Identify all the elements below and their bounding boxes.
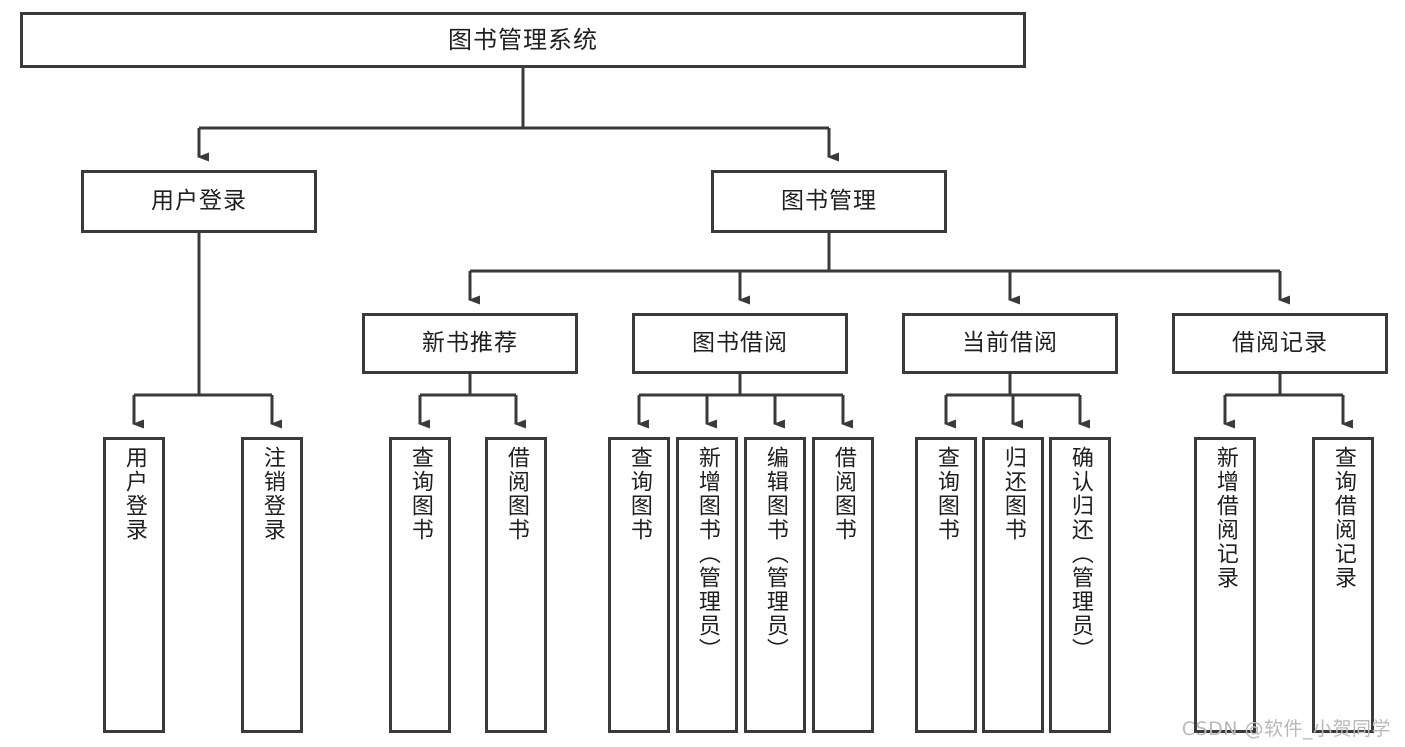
node-bookmgmt[interactable]: 图书管理 — [711, 170, 947, 233]
node-newbook[interactable]: 新书推荐 — [362, 313, 578, 374]
node-label: 用户登录 — [121, 446, 147, 542]
node-leaf-11[interactable]: 确认归还（管理员） — [1049, 437, 1111, 733]
node-label: 图书管理系统 — [448, 25, 598, 54]
node-label: 归还图书 — [1000, 446, 1026, 542]
node-label: 查询图书 — [407, 446, 433, 542]
watermark: CSDN @软件_小贺同学 — [1181, 718, 1391, 740]
node-label: 当前借阅 — [962, 329, 1058, 356]
node-label: 新书推荐 — [422, 329, 518, 356]
node-label: 查询借阅记录 — [1330, 446, 1356, 590]
node-leaf-3[interactable]: 查询图书 — [389, 437, 451, 733]
node-leaf-5[interactable]: 查询图书 — [608, 437, 670, 733]
node-leaf-7[interactable]: 编辑图书（管理员） — [744, 437, 806, 733]
node-leaf-10[interactable]: 归还图书 — [982, 437, 1044, 733]
node-label: 图书管理 — [781, 187, 877, 214]
node-login[interactable]: 用户登录 — [81, 170, 317, 233]
node-label: 新增图书（管理员） — [694, 446, 720, 662]
node-label: 借阅图书 — [830, 446, 856, 542]
node-label: 查询图书 — [626, 446, 652, 542]
node-records[interactable]: 借阅记录 — [1172, 313, 1388, 374]
node-label: 注销登录 — [259, 446, 285, 542]
node-label: 编辑图书（管理员） — [762, 446, 788, 662]
node-borrow[interactable]: 图书借阅 — [632, 313, 848, 374]
node-leaf-6[interactable]: 新增图书（管理员） — [676, 437, 738, 733]
node-leaf-8[interactable]: 借阅图书 — [812, 437, 874, 733]
node-label: 图书借阅 — [692, 329, 788, 356]
node-current[interactable]: 当前借阅 — [902, 313, 1118, 374]
node-leaf-12[interactable]: 新增借阅记录 — [1194, 437, 1256, 733]
node-label: 新增借阅记录 — [1212, 446, 1238, 590]
node-label: 借阅记录 — [1232, 329, 1328, 356]
node-label: 用户登录 — [151, 187, 247, 214]
node-label: 确认归还（管理员） — [1067, 446, 1093, 662]
node-leaf-9[interactable]: 查询图书 — [915, 437, 977, 733]
node-label: 查询图书 — [933, 446, 959, 542]
node-leaf-4[interactable]: 借阅图书 — [485, 437, 547, 733]
node-leaf-1[interactable]: 用户登录 — [103, 437, 165, 733]
node-leaf-2[interactable]: 注销登录 — [241, 437, 303, 733]
node-root[interactable]: 图书管理系统 — [20, 12, 1026, 68]
node-leaf-13[interactable]: 查询借阅记录 — [1312, 437, 1374, 733]
node-label: 借阅图书 — [503, 446, 529, 542]
